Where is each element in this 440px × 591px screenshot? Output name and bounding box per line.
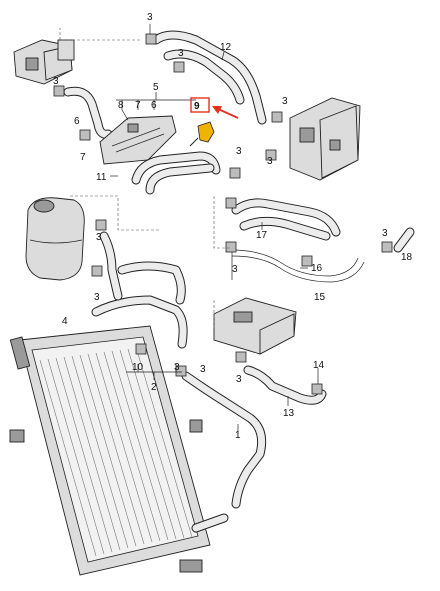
callout-3: 3 [232,264,238,275]
callout-3: 3 [200,364,206,375]
callout-1: 1 [235,430,241,441]
callout-10: 10 [132,362,144,373]
highlight-box [190,97,210,113]
callout-17: 17 [256,230,268,241]
callout-3: 3 [178,48,184,59]
expansion-tank [25,197,85,281]
radiator [9,325,229,576]
leader-lines [59,24,319,432]
part-9-highlighted-item [189,121,215,147]
callout-13: 13 [283,408,295,419]
callout-6: 6 [74,116,80,127]
control-module-upper [289,97,361,181]
electric-pump [13,39,75,85]
callout-3: 3 [236,146,242,157]
callout-2: 2 [151,382,157,393]
control-module-lower [213,297,297,355]
callout-7: 7 [135,100,141,111]
callout-7: 7 [80,152,86,163]
callout-5: 5 [153,82,159,93]
callout-3: 3 [236,374,242,385]
callout-12: 12 [220,42,232,53]
callout-3: 3 [94,292,100,303]
callout-6: 6 [151,100,157,111]
hose-clamps [53,33,393,395]
coolant-distributor [99,115,177,165]
callout-18: 18 [401,252,413,263]
callout-16: 16 [311,263,323,274]
callout-11: 11 [96,172,107,183]
callout-3: 3 [174,362,180,373]
callout-15: 15 [314,292,326,303]
callout-3: 3 [267,156,273,167]
callout-3: 3 [147,12,153,23]
callout-3: 3 [282,96,288,107]
callout-14: 14 [313,360,325,371]
callout-9: 9 [194,101,200,112]
callout-3: 3 [53,76,59,87]
highlight-arrow [212,106,239,119]
callout-3: 3 [382,228,388,239]
callout-3: 3 [96,232,102,243]
callout-4: 4 [62,316,68,327]
callout-8: 8 [118,100,124,111]
